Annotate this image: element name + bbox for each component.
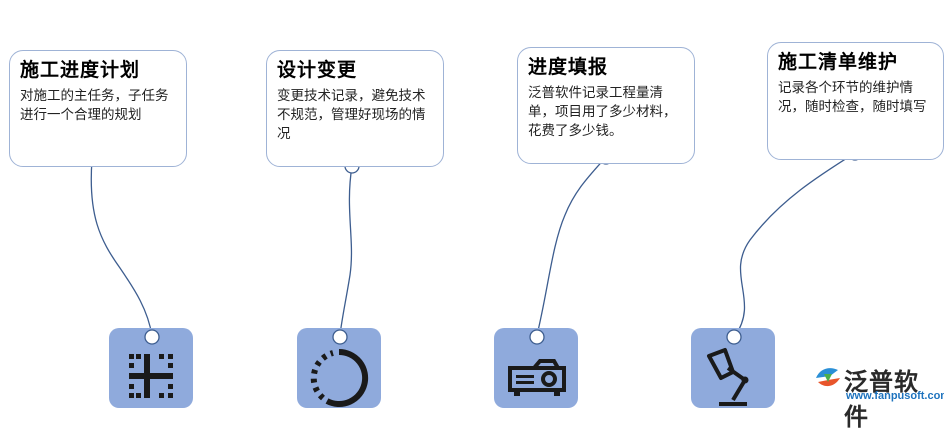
card-progress-report: 进度填报 泛普软件记录工程量清单，项目用了多少材料，花费了多少钱。 [517, 47, 695, 164]
card-title: 施工进度计划 [20, 60, 141, 81]
brand-logo: 泛普软件 www.fanpusoft.com [814, 362, 944, 431]
wire-4 [734, 152, 856, 337]
card-design-change: 设计变更 变更技术记录，避免技术不规范，管理好现场的情况 [266, 50, 444, 167]
tile-circle [297, 328, 381, 408]
fanpu-logo-icon [816, 368, 840, 387]
desk-lamp-icon [707, 329, 749, 406]
card-text: 泛普软件记录工程量清单，项目用了多少材料，花费了多少钱。 [528, 85, 677, 138]
card-text: 变更技术记录，避免技术不规范，管理好现场的情况 [277, 88, 426, 141]
wire-2 [339, 165, 353, 336]
card-title: 设计变更 [277, 60, 358, 81]
card-text: 对施工的主任务，子任务进行一个合理的规划 [20, 88, 169, 122]
tile-projector [494, 328, 578, 408]
grid-icon [129, 329, 173, 398]
card-text: 记录各个环节的维护情况，随时检查，随时填写 [778, 80, 927, 114]
card-construction-plan: 施工进度计划 对施工的主任务，子任务进行一个合理的规划 [9, 50, 187, 167]
wire-1 [90, 159, 153, 337]
logo-url: www.fanpusoft.com [846, 390, 944, 402]
wire-3 [536, 156, 607, 336]
card-title: 施工清单维护 [778, 52, 899, 73]
card-list-maintenance: 施工清单维护 记录各个环节的维护情况，随时检查，随时填写 [767, 42, 944, 160]
projector-icon [508, 329, 566, 396]
circle-progress-icon [310, 329, 369, 407]
tile-grid [109, 328, 193, 408]
tile-lamp [691, 328, 775, 408]
card-title: 进度填报 [528, 57, 609, 78]
